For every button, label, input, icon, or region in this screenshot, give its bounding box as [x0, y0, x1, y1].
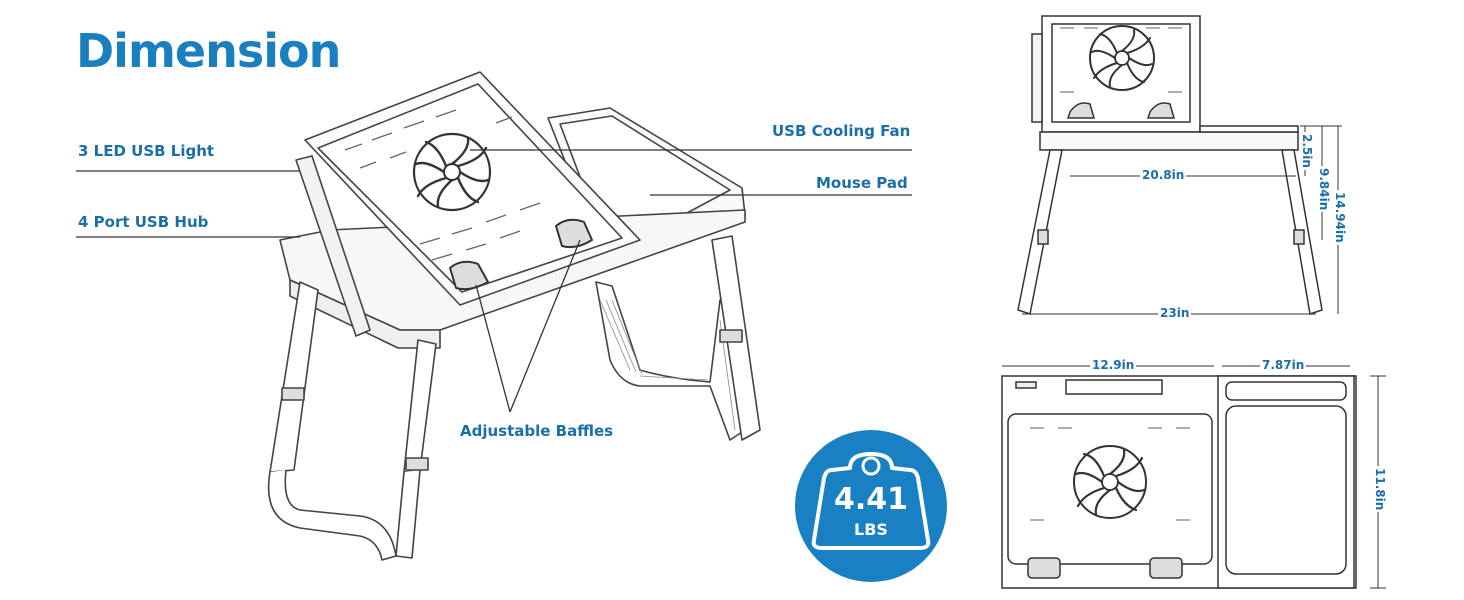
page-title: Dimension [76, 24, 341, 78]
desk-perspective [267, 71, 761, 561]
dim-front-height-total: 14.94in [1333, 190, 1347, 245]
baffle-leader-right [509, 239, 581, 413]
dim-front-height-mid: 9.84in [1317, 166, 1331, 213]
fan-ring-perspective [412, 132, 492, 212]
dim-front-depth-small: 2.5in [1300, 132, 1314, 170]
dim-top-width-left: 12.9in [1090, 358, 1137, 372]
front-view [1017, 15, 1323, 315]
dim-front-top-width: 20.8in [1140, 168, 1187, 182]
leg-front-right [403, 339, 437, 473]
baffle-right [555, 218, 593, 249]
baffle-leader-left [475, 284, 511, 413]
mouse-pad-label: Mouse Pad [816, 174, 908, 192]
leg-front-left [269, 281, 319, 473]
weight-icon [811, 452, 931, 550]
dim-front-bottom-width: 23in [1158, 306, 1192, 320]
usb-hub-label: 4 Port USB Hub [78, 213, 209, 231]
led-light-label: 3 LED USB Light [78, 142, 215, 160]
weight-unit: LBS [854, 520, 888, 539]
baffle-left [449, 260, 489, 291]
dim-top-width-right: 7.87in [1260, 358, 1307, 372]
dim-top-depth: 11.8in [1373, 466, 1387, 513]
led-light-arm [295, 155, 371, 337]
fan-ring-front [1089, 25, 1155, 91]
callout-lines [76, 149, 912, 413]
top-view [1001, 375, 1357, 589]
weight-value: 4.41 [833, 482, 909, 517]
baffles-label: Adjustable Baffles [460, 422, 614, 440]
fan-ring-top [1073, 445, 1147, 519]
cooling-fan-label: USB Cooling Fan [772, 122, 911, 140]
